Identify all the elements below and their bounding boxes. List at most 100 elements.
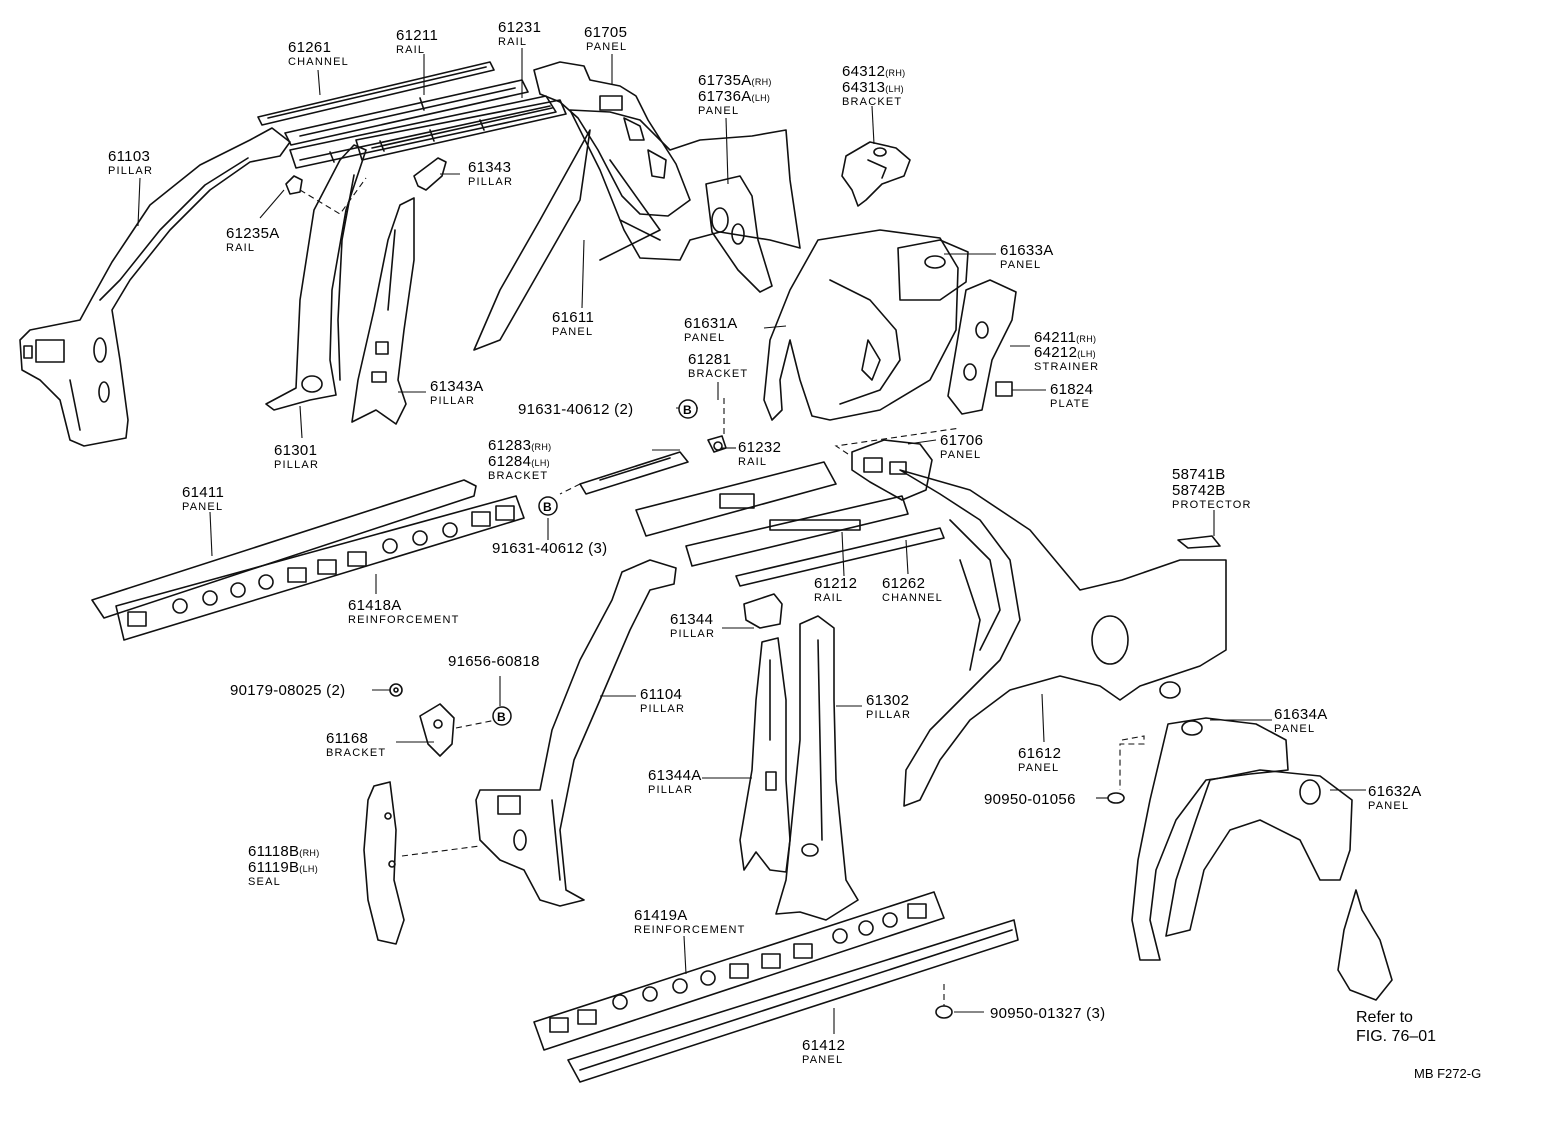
- part-name: REINFORCEMENT: [348, 614, 460, 626]
- part-name: RAIL: [498, 36, 527, 48]
- part-number: 61419A: [634, 907, 688, 924]
- channel-61262-shape: [735, 527, 945, 587]
- part-name: REINFORCEMENT: [634, 924, 746, 936]
- pillar-61344a-shape: [739, 637, 791, 873]
- panel-61705-shape: [533, 61, 691, 217]
- part-number: 61706: [940, 432, 983, 449]
- part-number: 61262: [882, 575, 925, 592]
- label-61344: 61344 PILLAR: [670, 611, 714, 640]
- part-number: 61343: [468, 159, 511, 176]
- part-number: 61412: [802, 1037, 845, 1054]
- part-number: 61631A: [684, 315, 738, 332]
- label-61419a: 61419A REINFORCEMENT: [634, 907, 746, 936]
- label-61231: 61231 RAIL: [498, 19, 541, 48]
- bolt-badge-b-icon: B: [492, 706, 512, 726]
- part-number: 61612: [1018, 745, 1061, 762]
- part-number: 61281: [688, 351, 731, 368]
- part-number: 61235A: [226, 225, 280, 242]
- rail-61211-shape: [284, 79, 529, 146]
- label-61344a: 61344A PILLAR: [648, 767, 702, 796]
- part-number: 61261: [288, 39, 331, 56]
- seal-61118b-shape: [363, 781, 405, 945]
- fastener-label: 91631-40612 (2): [518, 401, 633, 418]
- part-name: BRACKET: [326, 747, 386, 759]
- svg-text:B: B: [543, 500, 552, 514]
- part-number: 61824: [1050, 381, 1093, 398]
- panel-61412-shape: [567, 919, 1019, 1083]
- panel-61735a-shape: [705, 175, 773, 293]
- part-name: CHANNEL: [882, 592, 943, 604]
- rail-61212-shape: [685, 495, 909, 567]
- bolt-badge-b-icon: B: [538, 496, 558, 516]
- svg-text:B: B: [497, 710, 506, 724]
- label-61212: 61212 RAIL: [814, 575, 857, 604]
- part-name: PANEL: [552, 326, 593, 338]
- part-name: PANEL: [802, 1054, 843, 1066]
- leader-lines: [137, 48, 1366, 1034]
- figure-code: MB F272-G: [1414, 1066, 1481, 1081]
- mud-guard-shape: [1337, 889, 1393, 1001]
- part-number: 61168: [326, 730, 368, 747]
- part-name: PILLAR: [648, 784, 693, 796]
- part-number: 61231: [498, 19, 541, 36]
- part-name: PANEL: [182, 501, 223, 513]
- label-58741b: 58741B 58742B PROTECTOR: [1172, 466, 1250, 511]
- part-number: 61344: [670, 611, 713, 628]
- pillar-61301-shape: [265, 144, 367, 411]
- part-number: 64211(RH): [1034, 329, 1096, 346]
- part-name: PANEL: [586, 41, 627, 53]
- part-number-2: 64313(LH): [842, 79, 904, 96]
- part-name: PANEL: [1018, 762, 1059, 774]
- panel-61411-shape: [91, 479, 477, 619]
- part-number-2: 61119B(LH): [248, 859, 318, 876]
- part-name: PILLAR: [468, 176, 513, 188]
- part-name: BRACKET: [488, 470, 548, 482]
- label-61632a: 61632A PANEL: [1368, 783, 1421, 812]
- label-61211: 61211 RAIL: [396, 27, 438, 56]
- panel-61634a-shape: [1131, 717, 1289, 961]
- part-number-2: 64212(LH): [1034, 344, 1096, 361]
- part-number: 61232: [738, 439, 781, 456]
- fastener-label: 91631-40612 (3): [492, 540, 607, 557]
- part-name: RAIL: [226, 242, 255, 254]
- label-61634a: 61634A PANEL: [1274, 706, 1328, 735]
- panel-61633a-shape: [897, 239, 969, 301]
- part-number: 61302: [866, 692, 909, 709]
- part-number: 61611: [552, 309, 594, 326]
- label-61706: 61706 PANEL: [940, 432, 983, 461]
- part-drawings: [19, 61, 1393, 1083]
- part-number: 61344A: [648, 767, 702, 784]
- svg-text:B: B: [683, 403, 692, 417]
- fastener-label: 90950-01327 (3): [990, 1005, 1105, 1022]
- label-61103: 61103 PILLAR: [108, 148, 153, 177]
- strainer-64211-shape: [947, 279, 1017, 415]
- part-number: 61212: [814, 575, 857, 592]
- part-name: PILLAR: [108, 165, 153, 177]
- part-number: 61705: [584, 24, 627, 41]
- label-61611: 61611 PANEL: [552, 309, 594, 338]
- part-name: RAIL: [396, 44, 425, 56]
- bracket-61283-shape: [579, 451, 689, 495]
- rail-under-roof-shape: [355, 99, 567, 161]
- fastener-90950-01056-shape: [1107, 792, 1125, 804]
- label-61412: 61412 PANEL: [802, 1037, 845, 1066]
- part-number: 61103: [108, 148, 150, 165]
- part-number-2: 61284(LH): [488, 453, 550, 470]
- fastener-61281-bolt-shape: [713, 441, 723, 451]
- part-number: 61735A(RH): [698, 72, 772, 89]
- label-61343: 61343 PILLAR: [468, 159, 513, 188]
- label-61418a: 61418A REINFORCEMENT: [348, 597, 460, 626]
- part-number-2: 61736A(LH): [698, 88, 770, 105]
- label-61168: 61168 BRACKET: [326, 730, 386, 759]
- channel-61261-shape: [257, 61, 495, 126]
- part-name: PANEL: [1368, 800, 1409, 812]
- alignment-lines: [299, 177, 1145, 1006]
- label-61283: 61283(RH) 61284(LH) BRACKET: [488, 437, 551, 482]
- part-number: 61634A: [1274, 706, 1328, 723]
- label-61281: 61281 BRACKET: [688, 351, 747, 380]
- part-name: RAIL: [814, 592, 843, 604]
- part-number: 61301: [274, 442, 317, 459]
- pillar-61344-shape: [743, 593, 783, 629]
- bracket-61168-shape: [419, 703, 455, 757]
